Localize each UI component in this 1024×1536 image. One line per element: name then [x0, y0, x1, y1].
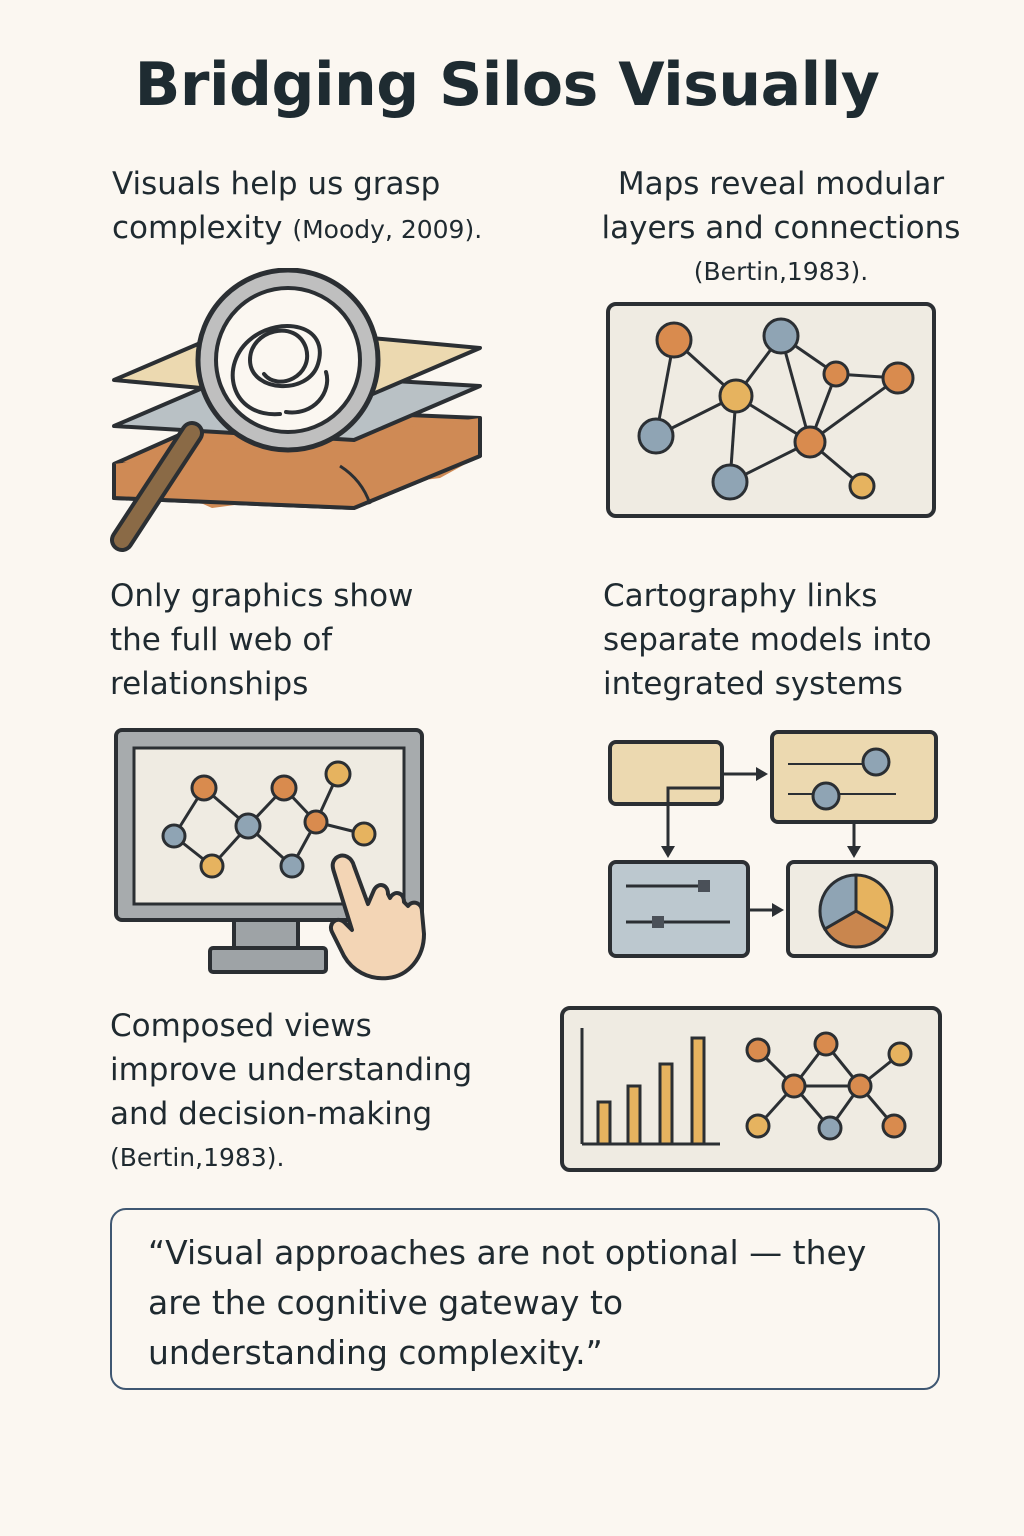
composed-view-illustration [560, 1006, 942, 1172]
panel-1-caption: Visuals help us grasp complexity (Moody,… [112, 162, 482, 252]
pie-chart-icon [818, 873, 894, 949]
network-graph-icon [745, 1031, 913, 1141]
panel-3-line-3: relationships [110, 666, 309, 702]
panel-1-line-2-wrap: complexity (Moody, 2009). [112, 206, 482, 252]
panel-3-line-1: Only graphics show [110, 578, 414, 614]
panel-4-line-2: separate models into [603, 622, 932, 658]
network-graph-icon [161, 760, 377, 879]
bar-chart-icon [580, 1028, 720, 1146]
magnifying-glass-icon [110, 268, 381, 552]
panel-5-line-1: Composed views [110, 1008, 372, 1044]
magnifier-layers-illustration [110, 268, 482, 552]
panel-2-line-1: Maps reveal modular [617, 166, 945, 202]
panel-2-caption: Maps reveal modular layers and connectio… [585, 162, 977, 294]
panel-1-line-2: complexity [112, 210, 283, 246]
flow-diagram-illustration [608, 730, 938, 958]
panel-5-caption: Composed views improve understanding and… [110, 1004, 472, 1180]
panel-1-line-1: Visuals help us grasp [112, 166, 441, 202]
panel-4-line-1: Cartography links [603, 578, 878, 614]
page-title: Bridging Silos Visually [134, 50, 880, 120]
quote-line-2: are the cognitive gateway to [148, 1283, 624, 1322]
monitor-illustration [114, 728, 426, 981]
panel-4-line-3: integrated systems [603, 666, 903, 702]
quote-box: “Visual approaches are not optional — th… [110, 1208, 940, 1390]
panel-4-caption: Cartography links separate models into i… [603, 574, 932, 706]
panel-1-citation: (Moody, 2009). [292, 215, 483, 244]
network-graph-icon [637, 317, 915, 501]
quote-line-3: understanding complexity.” [148, 1333, 603, 1372]
pointing-hand-icon [329, 853, 426, 981]
panel-2-citation: (Bertin,1983). [693, 257, 869, 286]
panel-3-caption: Only graphics show the full web of relat… [110, 574, 413, 706]
panel-5-line-3: and decision-making [110, 1096, 433, 1132]
panel-5-citation: (Bertin,1983). [110, 1143, 285, 1172]
panel-5-line-2: improve understanding [110, 1052, 473, 1088]
panel-2-line-2: layers and connections [601, 210, 961, 246]
quote-text: “Visual approaches are not optional — th… [148, 1228, 908, 1378]
panel-3-line-2: the full web of [110, 622, 333, 658]
network-map-illustration [606, 302, 936, 518]
quote-line-1: “Visual approaches are not optional — th… [148, 1233, 867, 1272]
